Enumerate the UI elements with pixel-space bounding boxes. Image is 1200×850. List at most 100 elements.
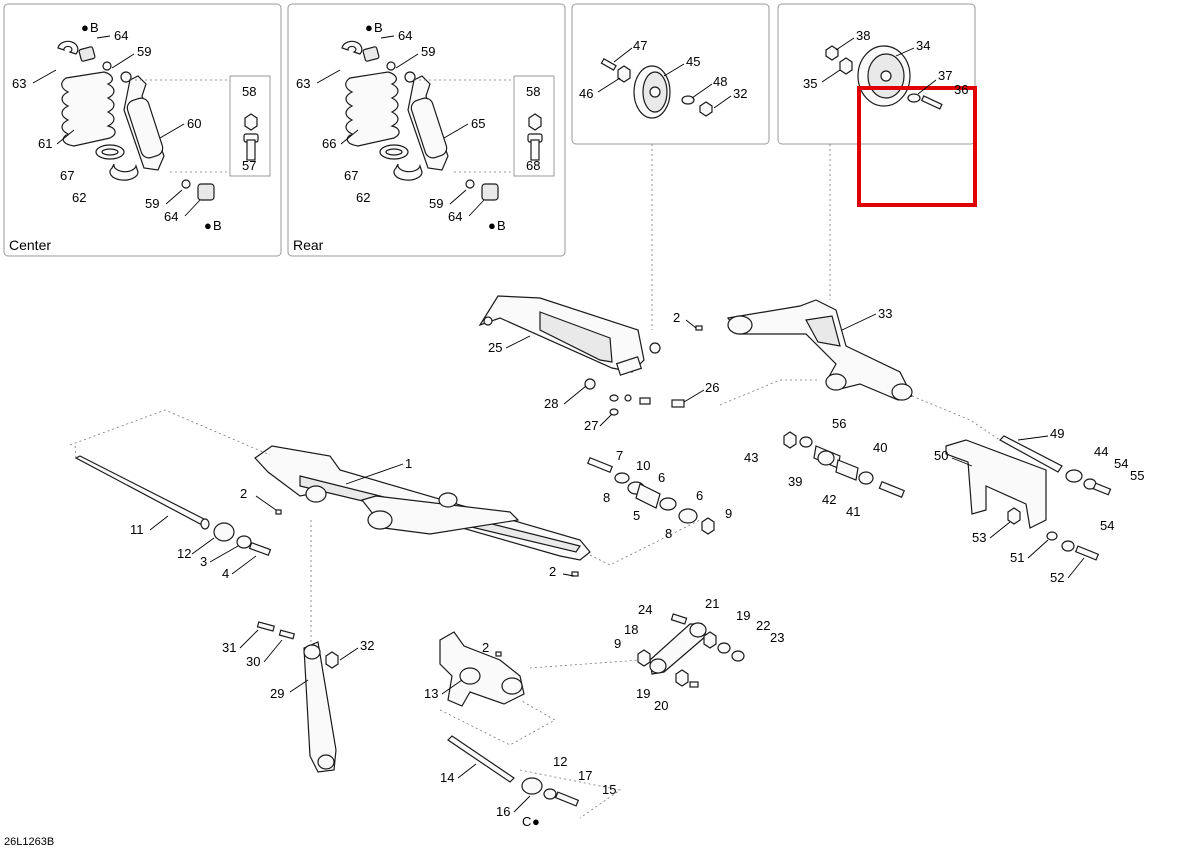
part-number: 34 — [916, 38, 930, 53]
part-number: 15 — [602, 782, 616, 797]
lube-b-top-rear-letter: B — [374, 20, 383, 35]
tension-link-18 — [649, 622, 707, 675]
part-number: 6 — [696, 488, 703, 503]
part-number: 13 — [424, 686, 438, 701]
part-number: 64 — [164, 209, 178, 224]
lube-c-letter: C — [522, 814, 531, 829]
part-number: 16 — [496, 804, 510, 819]
part-number: 19 — [636, 686, 650, 701]
part-labels: 64 59 63 61 60 58 57 67 62 59 64 ● B ● B… — [9, 20, 1144, 829]
part-number: 28 — [544, 396, 558, 411]
center-caption: Center — [9, 237, 51, 253]
part-number: 63 — [296, 76, 310, 91]
part-number: 8 — [665, 526, 672, 541]
part-number: 60 — [187, 116, 201, 131]
part-number: 9 — [614, 636, 621, 651]
lube-b-bottom-rear: ● — [488, 218, 496, 233]
part-number: 12 — [553, 754, 567, 769]
part-number: 65 — [471, 116, 485, 131]
part-number: 1 — [405, 456, 412, 471]
part-number: 30 — [246, 654, 260, 669]
part-number: 41 — [846, 504, 860, 519]
idler-wheel-panel-a — [571, 3, 770, 145]
part-number: 56 — [832, 416, 846, 431]
rear-arm — [726, 299, 913, 401]
part-number: 3 — [200, 554, 207, 569]
part-number: 14 — [440, 770, 454, 785]
part-number: 4 — [222, 566, 229, 581]
rod-11 — [74, 455, 210, 530]
part-number: 67 — [60, 168, 74, 183]
part-number: 19 — [736, 608, 750, 623]
bracket-13 — [439, 631, 525, 707]
lube-b-bottom-rear-letter: B — [497, 218, 506, 233]
lube-b-top-rear: ● — [365, 20, 373, 35]
part-number: 11 — [130, 522, 144, 537]
highlight-box — [857, 86, 977, 207]
lube-c-drop: ● — [532, 814, 540, 829]
part-number: 49 — [1050, 426, 1064, 441]
part-number: 59 — [137, 44, 151, 59]
part-number: 64 — [114, 28, 128, 43]
part-number: 59 — [429, 196, 443, 211]
lube-b-top-letter: B — [90, 20, 99, 35]
part-number: 64 — [448, 209, 462, 224]
part-number: 20 — [654, 698, 668, 713]
lube-b-bottom: ● — [204, 218, 212, 233]
part-number: 48 — [713, 74, 727, 89]
part-number: 38 — [856, 28, 870, 43]
part-number: 31 — [222, 640, 236, 655]
part-number: 44 — [1094, 444, 1108, 459]
part-number: 29 — [270, 686, 284, 701]
part-number: 40 — [873, 440, 887, 455]
bracket-50 — [945, 439, 1047, 529]
part-number: 62 — [72, 190, 86, 205]
part-number: 51 — [1010, 550, 1024, 565]
part-number: 27 — [584, 418, 598, 433]
part-number: 8 — [603, 490, 610, 505]
part-number: 10 — [636, 458, 650, 473]
part-number: 64 — [398, 28, 412, 43]
part-number: 58 — [242, 84, 256, 99]
part-number: 21 — [705, 596, 719, 611]
part-number: 45 — [686, 54, 700, 69]
rear-caption: Rear — [293, 237, 324, 253]
front-arm-bracket — [478, 295, 661, 376]
part-number: 52 — [1050, 570, 1064, 585]
part-number: 2 — [482, 640, 489, 655]
part-number: 53 — [972, 530, 986, 545]
part-number: 6 — [658, 470, 665, 485]
part-number: 24 — [638, 602, 652, 617]
part-number: 5 — [633, 508, 640, 523]
part-number: 22 — [756, 618, 770, 633]
part-number: 54 — [1114, 456, 1128, 471]
center-shock-drawing — [57, 40, 271, 201]
part-number: 36 — [954, 82, 968, 97]
lube-b-top: ● — [81, 20, 89, 35]
rear-shock-drawing — [341, 40, 555, 201]
part-number: 63 — [12, 76, 26, 91]
part-number: 2 — [240, 486, 247, 501]
idler-wheel-a-drawing — [600, 57, 713, 119]
part-number: 46 — [579, 86, 593, 101]
part-number: 68 — [526, 158, 540, 173]
part-number: 33 — [878, 306, 892, 321]
part-number: 47 — [633, 38, 647, 53]
part-number: 58 — [526, 84, 540, 99]
part-number: 66 — [322, 136, 336, 151]
part-number: 55 — [1130, 468, 1144, 483]
part-number: 18 — [624, 622, 638, 637]
part-number: 43 — [744, 450, 758, 465]
part-number: 2 — [673, 310, 680, 325]
link-29 — [303, 641, 337, 773]
part-number: 62 — [356, 190, 370, 205]
part-number: 17 — [578, 768, 592, 783]
part-number: 67 — [344, 168, 358, 183]
part-number: 7 — [616, 448, 623, 463]
part-number: 12 — [177, 546, 191, 561]
part-number: 23 — [770, 630, 784, 645]
part-number: 2 — [549, 564, 556, 579]
part-number: 25 — [488, 340, 502, 355]
lube-b-bottom-letter: B — [213, 218, 222, 233]
